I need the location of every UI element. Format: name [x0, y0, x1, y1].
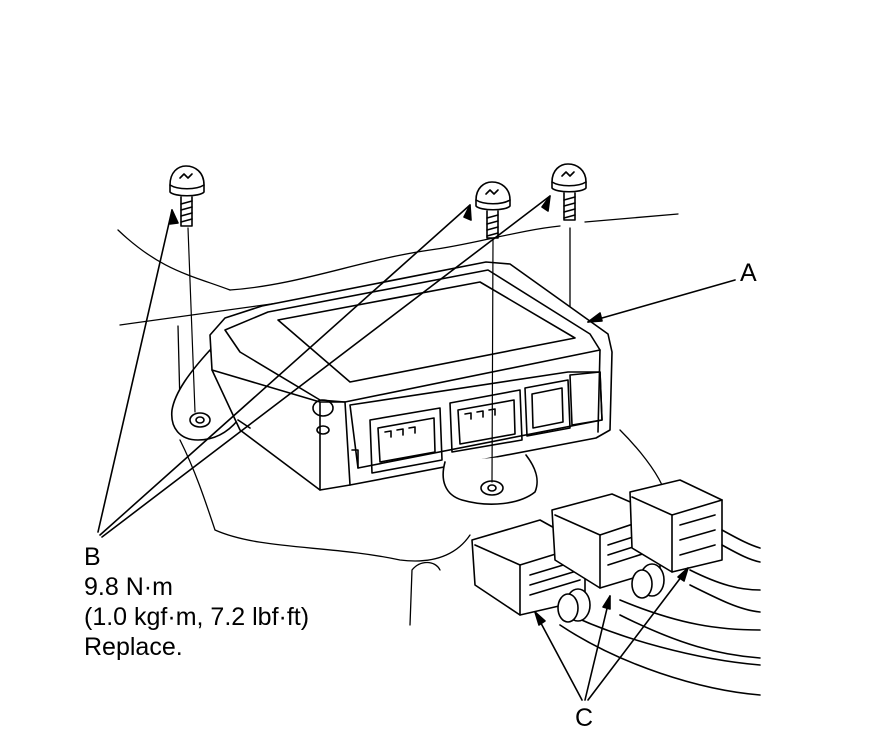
torque-spec-alt: (1.0 kgf·m, 7.2 lbf·ft) — [84, 603, 310, 631]
bolt-centerlines — [187, 227, 494, 483]
leader-lines — [97, 195, 736, 701]
replace-note: Replace. — [84, 633, 183, 661]
harness-connectors — [471, 479, 761, 696]
left-bolt-hole — [189, 412, 211, 428]
callout-a-label: A — [740, 259, 757, 287]
callout-b-label: B — [84, 543, 101, 571]
bolt-right — [551, 163, 587, 221]
harness-connector-3 — [629, 479, 761, 573]
unit-connector-socket-1 — [369, 407, 443, 474]
callout-b-block: B 9.8 N·m (1.0 kgf·m, 7.2 lbf·ft) Replac… — [84, 542, 309, 662]
bolt-left — [169, 165, 205, 227]
callout-c-label: C — [575, 704, 594, 732]
control-unit — [171, 261, 613, 505]
torque-spec: 9.8 N·m — [84, 573, 173, 601]
unit-connector-socket-2 — [449, 389, 523, 453]
bolt-center — [475, 181, 511, 239]
mounting-surface — [117, 213, 679, 626]
unit-connector-socket-3 — [524, 379, 571, 437]
